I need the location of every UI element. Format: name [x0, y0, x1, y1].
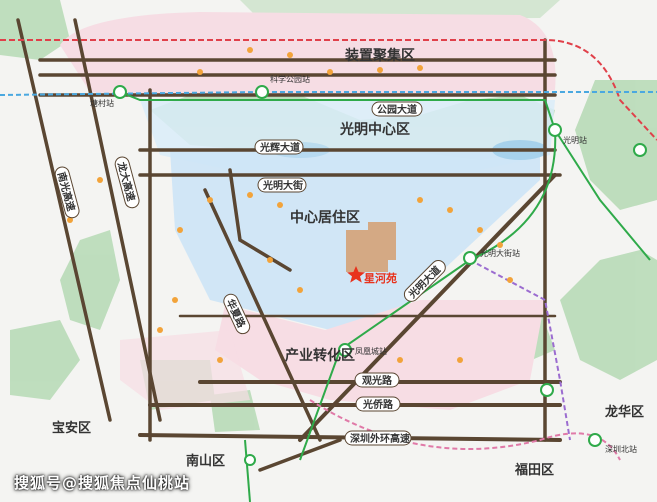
station-marker	[113, 85, 127, 99]
station-marker	[588, 433, 602, 447]
road-label-guanghui: 光辉大道	[254, 139, 304, 155]
station-marker	[540, 383, 554, 397]
svg-text:光明大街: 光明大街	[262, 179, 303, 192]
road-label-guangqiao: 光侨路	[355, 396, 401, 412]
poi-dots	[67, 47, 513, 363]
district-label-center: 光明中心区	[339, 121, 410, 137]
road-label-guanguang: 观光路	[354, 372, 400, 388]
project-block	[346, 222, 396, 272]
svg-text:观光路: 观光路	[362, 374, 393, 387]
district-label-industrial: 产业转化区	[285, 347, 355, 363]
district-label-futian: 福田区	[514, 462, 554, 477]
metro-stations	[113, 85, 647, 466]
district-label-baoan: 宝安区	[52, 420, 91, 435]
station-marker	[255, 85, 269, 99]
station-marker	[338, 343, 352, 357]
district-label-zhuangzhi: 装置聚集区	[344, 47, 415, 63]
road-label-outer-ring: 深圳外环高速	[344, 430, 412, 446]
station-label: 科学公园站	[270, 74, 310, 84]
project-name: 星河苑	[364, 271, 397, 285]
station-marker	[463, 251, 477, 265]
project-star-icon	[347, 266, 365, 283]
svg-text:深圳外环高速: 深圳外环高速	[350, 432, 410, 445]
station-label: 塘村站	[90, 98, 114, 108]
svg-text:公园大道: 公园大道	[377, 103, 417, 116]
station-label: 凤凰城站	[355, 346, 387, 356]
station-label: 光明站	[563, 135, 587, 145]
station-label: 深圳北站	[605, 444, 637, 454]
station-label: 光明大街站	[480, 248, 520, 258]
road-label-gongyuan: 公园大道	[371, 101, 423, 117]
svg-text:光辉大道: 光辉大道	[259, 141, 300, 154]
district-label-nanshan: 南山区	[186, 453, 225, 468]
district-label-longhua: 龙华区	[605, 404, 644, 419]
station-marker	[633, 143, 647, 157]
watermark: 搜狐号@搜狐焦点仙桃站	[14, 474, 191, 492]
station-marker	[244, 454, 256, 466]
station-marker	[548, 123, 562, 137]
road-label-guangming-st: 光明大街	[257, 177, 307, 193]
svg-text:光侨路: 光侨路	[362, 398, 394, 411]
district-label-residential: 中心居住区	[290, 209, 360, 225]
